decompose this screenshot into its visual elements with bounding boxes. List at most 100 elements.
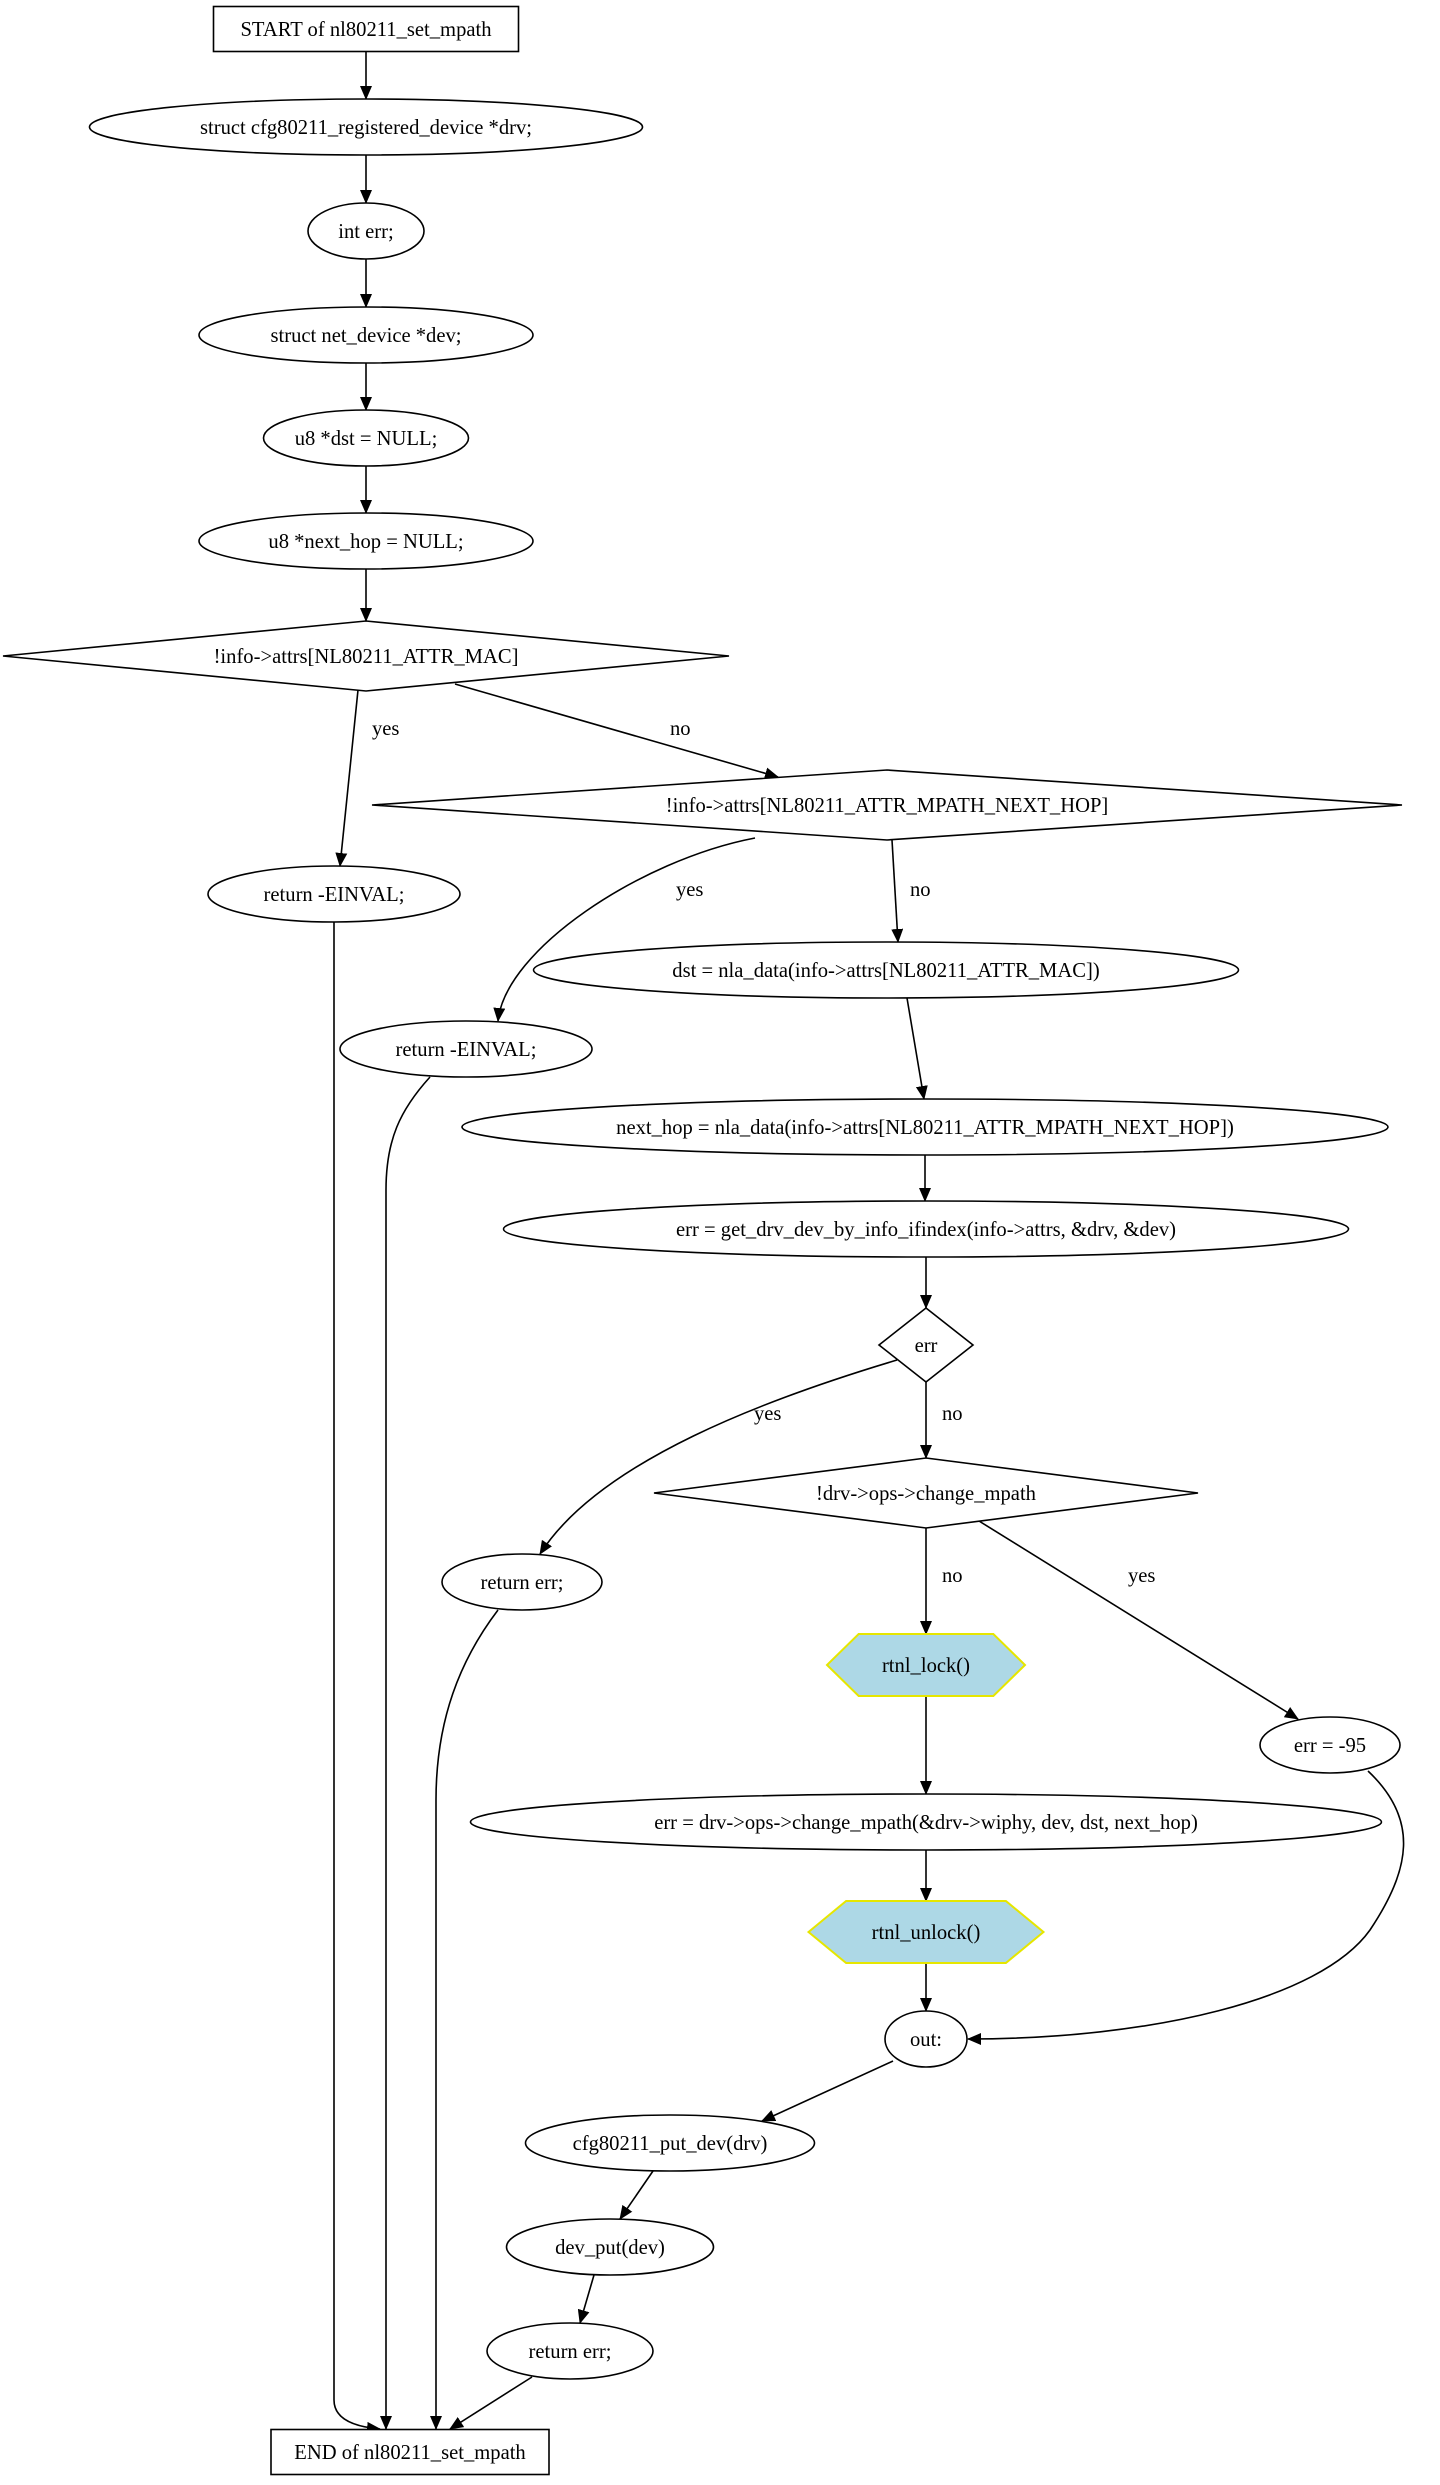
edge-line — [967, 1770, 1405, 2045]
node-h-lock: rtnl_lock() — [825, 1633, 1027, 1697]
node-label: !info->attrs[NL80211_ATTR_MPATH_NEXT_HOP… — [666, 795, 1109, 817]
diamond-shape — [371, 769, 1403, 841]
node-label: err = -95 — [1294, 1735, 1366, 1757]
ellipse-shape — [198, 306, 534, 364]
node-a-nexthop: next_hop = nla_data(info->attrs[NL80211_… — [461, 1098, 1389, 1156]
edge-d_ops-to-h_lock: no — [920, 1528, 963, 1635]
node-label: dev_put(dev) — [555, 2237, 665, 2259]
node-r-err1: return err; — [441, 1553, 603, 1611]
ellipse-shape — [524, 2114, 816, 2172]
node-r-err2: return err; — [486, 2322, 654, 2380]
node-d-ops: !drv->ops->change_mpath — [653, 1457, 1199, 1529]
node-label: struct cfg80211_registered_device *drv; — [200, 117, 532, 139]
edge-label-no: no — [942, 1565, 963, 1587]
edge-line — [454, 683, 779, 780]
edge-r_err1-to-end — [430, 1609, 499, 2430]
node-a-change: err = drv->ops->change_mpath(&drv->wiphy… — [469, 1793, 1383, 1851]
node-r-einval1: return -EINVAL; — [207, 865, 461, 923]
node-label: cfg80211_put_dev(drv) — [573, 2133, 768, 2155]
edge-line — [891, 839, 904, 943]
ellipse-shape — [469, 1793, 1383, 1851]
node-label: !info->attrs[NL80211_ATTR_MAC] — [214, 646, 519, 668]
ellipse-shape — [262, 409, 470, 467]
node-label: err = get_drv_dev_by_info_ifindex(info->… — [676, 1219, 1176, 1241]
edge-line — [493, 837, 756, 1022]
edge-label-no: no — [910, 879, 931, 901]
node-label: next_hop = nla_data(info->attrs[NL80211_… — [616, 1117, 1234, 1139]
node-label: u8 *dst = NULL; — [295, 428, 438, 450]
node-label: dst = nla_data(info->attrs[NL80211_ATTR_… — [672, 960, 1099, 982]
node-a-getdrv: err = get_drv_dev_by_info_ifindex(info->… — [502, 1200, 1350, 1258]
diamond-shape — [2, 620, 730, 692]
edge-line — [449, 2376, 533, 2430]
ellipse-shape — [307, 202, 425, 260]
node-label: return -EINVAL; — [264, 884, 405, 906]
edge-d_ops-to-a_err95: yes — [978, 1520, 1299, 1720]
node-label: START of nl80211_set_mpath — [240, 19, 492, 41]
hexagon-shape — [825, 1633, 1027, 1697]
node-a-err95: err = -95 — [1259, 1716, 1401, 1774]
edge-line — [333, 922, 381, 2434]
node-label: err = drv->ops->change_mpath(&drv->wiphy… — [654, 1812, 1198, 1834]
edge-d_mac-to-r_einval1: yes — [335, 689, 399, 867]
rect-box — [212, 5, 520, 53]
node-label: rtnl_lock() — [882, 1655, 970, 1677]
edge-r_err2-to-end — [449, 2376, 533, 2430]
node-label: rtnl_unlock() — [872, 1922, 981, 1944]
edge-label-yes: yes — [676, 879, 703, 901]
diamond-shape — [653, 1457, 1199, 1529]
edge-label-yes: yes — [754, 1403, 781, 1425]
edge-a_put-to-a_devput — [619, 2170, 654, 2220]
node-label: out: — [910, 2029, 942, 2051]
edge-label-yes: yes — [372, 718, 399, 740]
edge-line — [335, 689, 359, 867]
edge-line — [430, 1609, 499, 2430]
edge-line — [978, 1520, 1299, 1720]
ellipse-shape — [461, 1098, 1389, 1156]
node-r-einval2: return -EINVAL; — [339, 1020, 593, 1078]
edge-label-yes: yes — [1128, 1565, 1155, 1587]
node-l-out: out: — [884, 2010, 968, 2068]
node-label: return err; — [529, 2341, 612, 2363]
edge-line — [906, 997, 928, 1100]
edge-a_err95-to-l_out — [967, 1770, 1405, 2045]
edge-line — [577, 2274, 595, 2324]
edge-r_einval1-to-end — [333, 922, 381, 2434]
edge-d_nexthop-to-r_einval2: yes — [493, 837, 756, 1022]
ellipse-shape — [1259, 1716, 1401, 1774]
node-label: u8 *next_hop = NULL; — [268, 531, 463, 553]
node-label: END of nl80211_set_mpath — [294, 2442, 526, 2464]
rect-box — [270, 2428, 550, 2476]
node-end: END of nl80211_set_mpath — [270, 2428, 550, 2476]
ellipse-shape — [505, 2218, 715, 2276]
edge-a_devput-to-r_err2 — [577, 2274, 595, 2324]
node-label: !drv->ops->change_mpath — [816, 1483, 1037, 1505]
ellipse-shape — [532, 941, 1240, 999]
ellipse-shape — [884, 2010, 968, 2068]
edge-line — [380, 1076, 431, 2430]
node-n-nexthop: u8 *next_hop = NULL; — [198, 512, 534, 570]
hexagon-shape — [806, 1900, 1046, 1964]
edges-layer: yes no yes no yes no no yes — [333, 52, 1405, 2434]
node-label: struct net_device *dev; — [271, 325, 462, 347]
node-h-unlock: rtnl_unlock() — [806, 1900, 1046, 1964]
ellipse-shape — [198, 512, 534, 570]
ellipse-shape — [441, 1553, 603, 1611]
node-a-put: cfg80211_put_dev(drv) — [524, 2114, 816, 2172]
edge-l_out-to-a_put — [761, 2060, 894, 2122]
edge-label-no: no — [670, 718, 691, 740]
ellipse-shape — [486, 2322, 654, 2380]
node-label: return -EINVAL; — [396, 1039, 537, 1061]
edge-d_err-to-d_ops: no — [920, 1382, 963, 1459]
node-label: err — [915, 1335, 938, 1357]
node-a-devput: dev_put(dev) — [505, 2218, 715, 2276]
edge-line — [619, 2170, 654, 2220]
node-n-dev: struct net_device *dev; — [198, 306, 534, 364]
node-d-nexthop: !info->attrs[NL80211_ATTR_MPATH_NEXT_HOP… — [371, 769, 1403, 841]
node-label: return err; — [481, 1572, 564, 1594]
ellipse-shape — [88, 98, 644, 156]
edge-d_err-to-r_err1: yes — [539, 1359, 898, 1555]
node-a-dst: dst = nla_data(info->attrs[NL80211_ATTR_… — [532, 941, 1240, 999]
